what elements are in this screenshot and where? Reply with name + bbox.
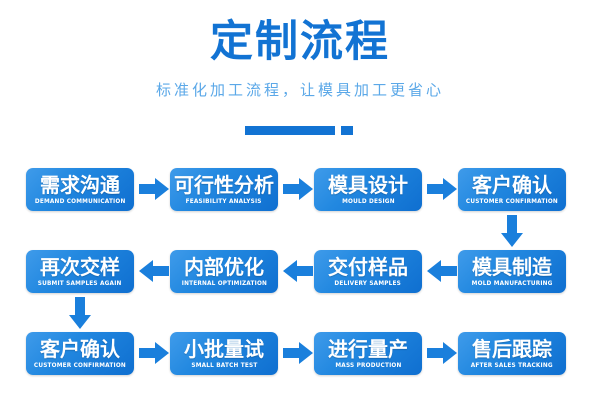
flow-node-title: 交付样品 (328, 254, 408, 279)
flow-node[interactable]: 售后跟踪 AFTER SALES TRACKING (458, 332, 566, 375)
flow-node[interactable]: 需求沟通 DEMAND COMMUNICATION (26, 168, 134, 211)
flow-node-subtitle: FEASIBILITY ANALYSIS (185, 197, 263, 205)
page-subtitle: 标准化加工流程，让模具加工更省心 (155, 81, 444, 99)
arrow-left-icon (283, 260, 313, 282)
poster-header: 定制流程 标准化加工流程，让模具加工更省心 (0, 0, 600, 100)
flow-node[interactable]: 交付样品 DELIVERY SAMPLES (314, 250, 422, 293)
flow-node-title: 客户确认 (40, 336, 120, 361)
arrow-right-icon (139, 342, 169, 364)
flow-node[interactable]: 模具设计 MOULD DESIGN (314, 168, 422, 211)
page-title: 定制流程 (210, 17, 390, 67)
flow-node-title: 可行性分析 (174, 172, 274, 197)
flow-node[interactable]: 客户确认 CUSTOMER CONFIRMATION (26, 332, 134, 375)
flow-node-title: 内部优化 (184, 254, 264, 279)
arrow-left-icon (139, 260, 169, 282)
arrow-down-icon (69, 297, 91, 329)
flow-node[interactable]: 小批量试 SMALL BATCH TEST (170, 332, 278, 375)
arrow-down-icon (501, 215, 523, 247)
title-divider (0, 126, 600, 135)
flow-node-title: 再次交样 (40, 254, 120, 279)
flow-node-subtitle: MASS PRODUCTION (334, 361, 402, 369)
flow-node-title: 模具设计 (328, 172, 408, 197)
flow-node-subtitle: MOULD DESIGN (341, 197, 395, 205)
flow-node-subtitle: SMALL BATCH TEST (190, 361, 258, 369)
divider-dot-icon (341, 126, 353, 135)
flow-node[interactable]: 内部优化 INTERNAL OPTIMIZATION (170, 250, 278, 293)
arrow-left-icon (427, 260, 457, 282)
flow-node-title: 小批量试 (184, 336, 264, 361)
flow-node-subtitle: DEMAND COMMUNICATION (34, 197, 126, 205)
flow-node[interactable]: 再次交样 SUBMIT SAMPLES AGAIN (26, 250, 134, 293)
flow-node-subtitle: MOLD MANUFACTURING (471, 279, 553, 287)
flow-node[interactable]: 可行性分析 FEASIBILITY ANALYSIS (170, 168, 278, 211)
flow-node[interactable]: 进行量产 MASS PRODUCTION (314, 332, 422, 375)
divider-bar-icon (245, 126, 335, 135)
arrow-right-icon (139, 178, 169, 200)
flow-node-subtitle: DELIVERY SAMPLES (334, 279, 402, 287)
flow-node-title: 进行量产 (328, 336, 408, 361)
arrow-right-icon (427, 178, 457, 200)
flow-node-title: 模具制造 (472, 254, 552, 279)
flow-node-title: 售后跟踪 (472, 336, 552, 361)
arrow-right-icon (427, 342, 457, 364)
flow-node-subtitle: CUSTOMER CONFIRMATION (33, 361, 127, 369)
flow-node-subtitle: AFTER SALES TRACKING (470, 361, 554, 369)
flow-node-title: 需求沟通 (40, 172, 120, 197)
flow-node[interactable]: 模具制造 MOLD MANUFACTURING (458, 250, 566, 293)
flow-node-title: 客户确认 (472, 172, 552, 197)
flow-node[interactable]: 客户确认 CUSTOMER CONFIRMATION (458, 168, 566, 211)
arrow-right-icon (283, 178, 313, 200)
flow-node-subtitle: INTERNAL OPTIMIZATION (181, 279, 267, 287)
flow-node-subtitle: SUBMIT SAMPLES AGAIN (38, 279, 122, 287)
arrow-right-icon (283, 342, 313, 364)
flow-node-subtitle: CUSTOMER CONFIRMATION (465, 197, 559, 205)
